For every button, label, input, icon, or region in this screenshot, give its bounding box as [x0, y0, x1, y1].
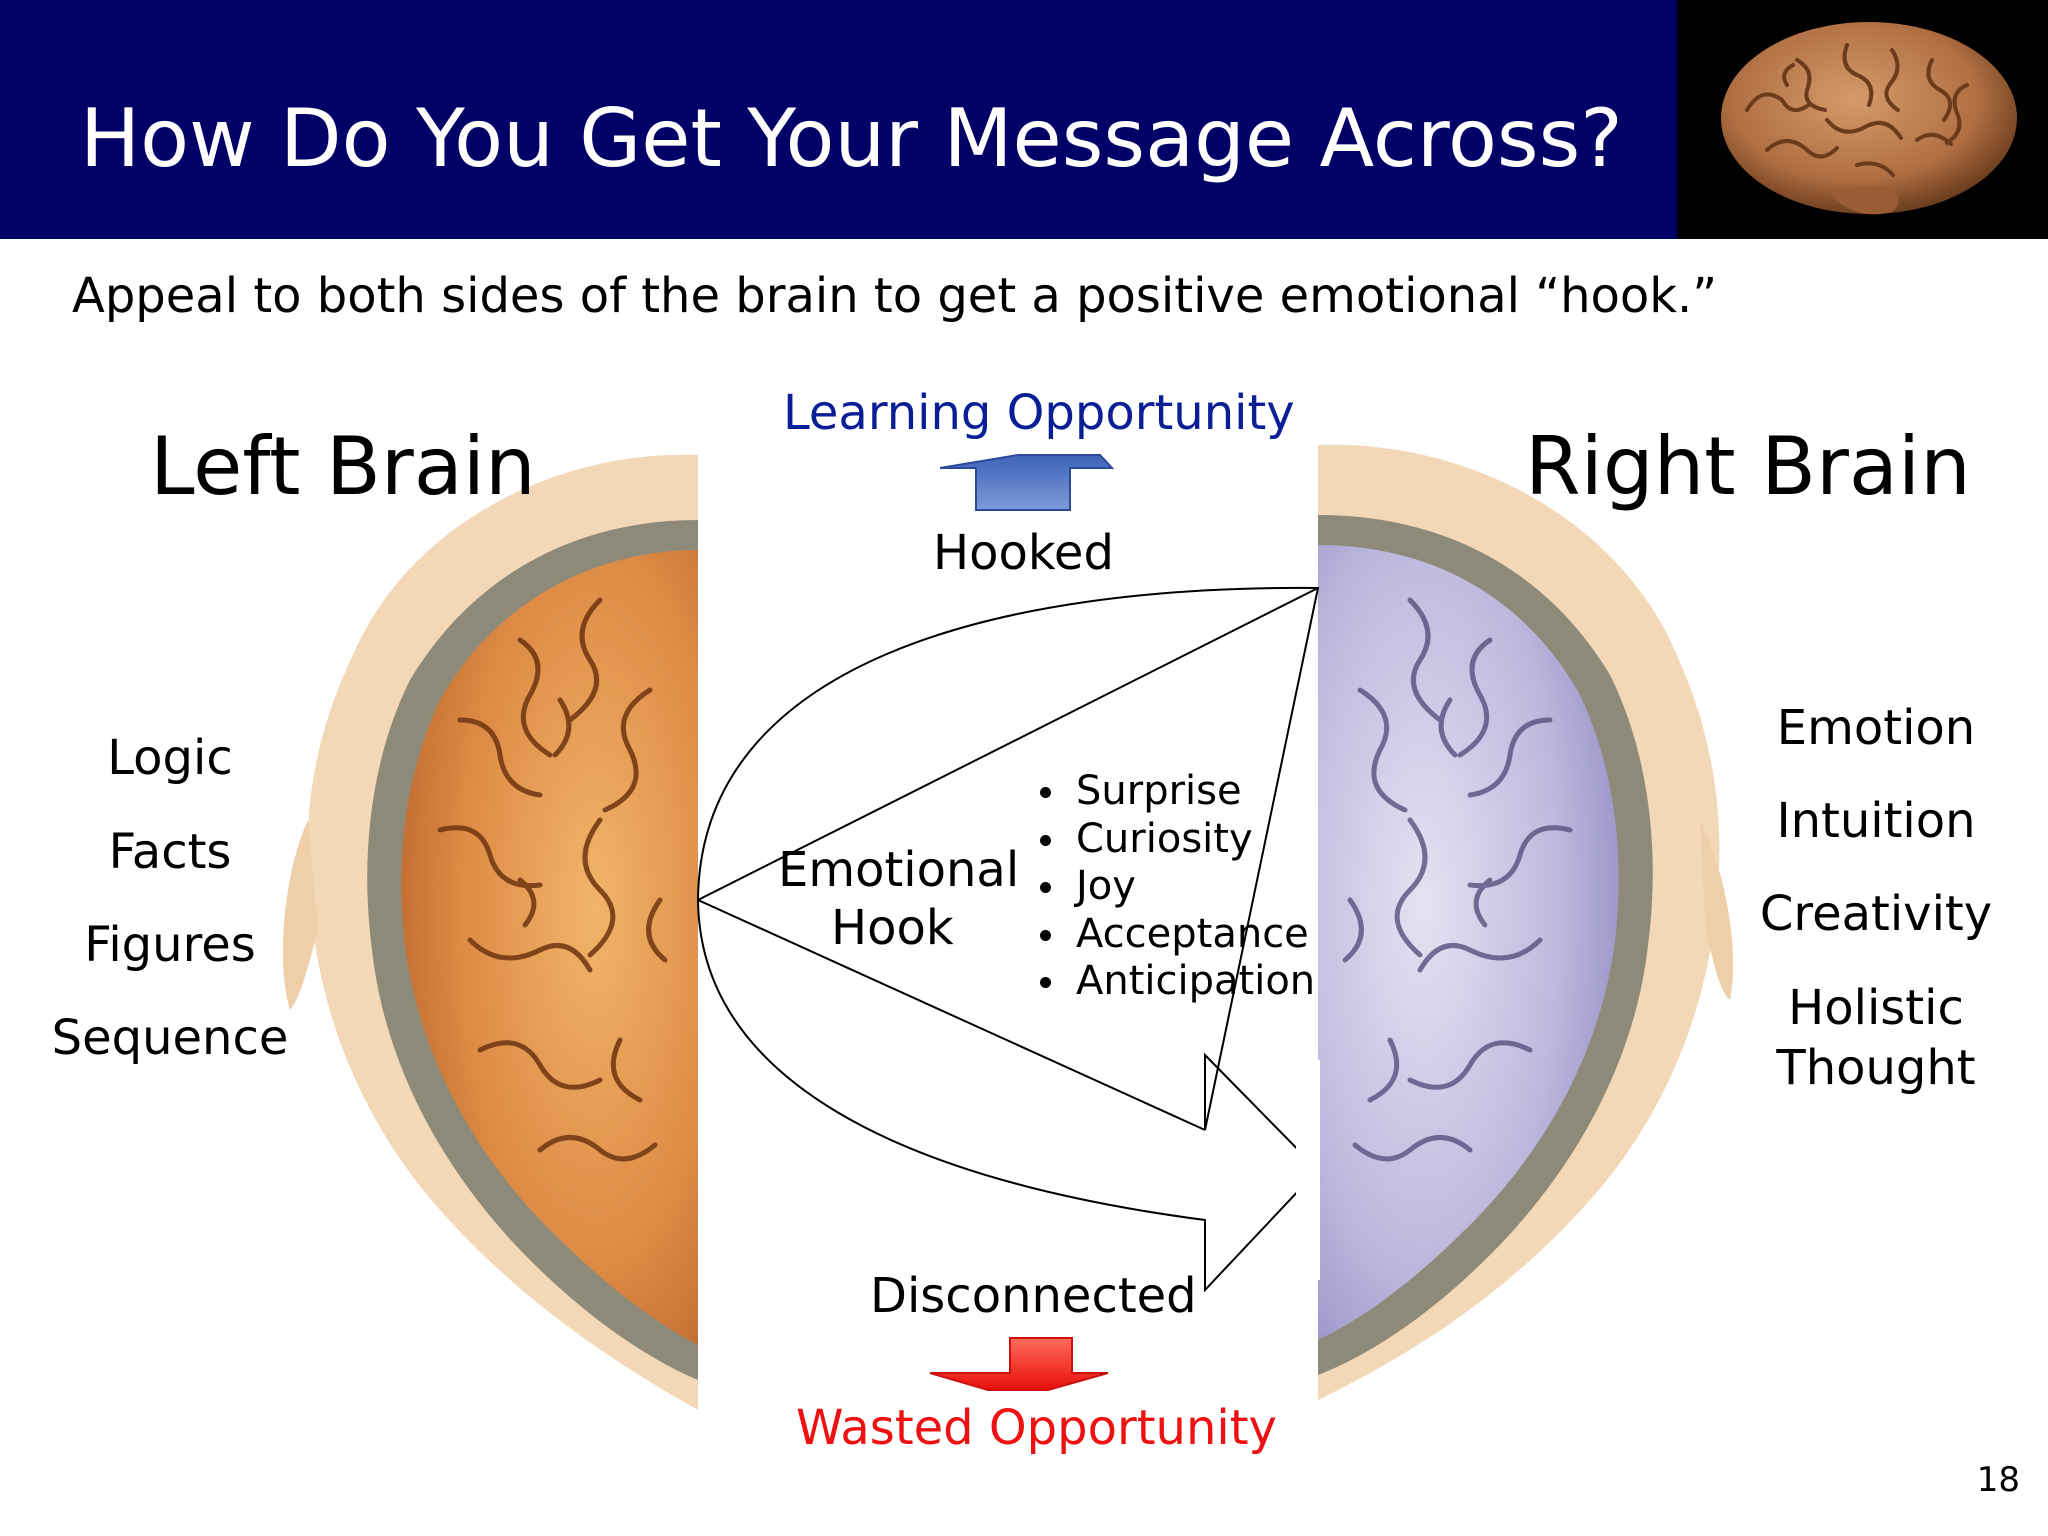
brain-photo: [1677, 0, 2048, 239]
right-trait-emotion: Emotion: [1776, 700, 1976, 756]
down-arrow-icon: [929, 1337, 1109, 1391]
disconnected-label: Disconnected: [870, 1268, 1197, 1324]
right-trait-creativity: Creativity: [1759, 886, 1993, 942]
left-brain-heading: Left Brain: [150, 420, 536, 513]
page-number: 18: [1976, 1460, 2020, 1500]
left-brain-illustration: [282, 454, 698, 1411]
right-trait-intuition: Intuition: [1776, 793, 1976, 849]
left-trait-figures: Figures: [84, 917, 256, 973]
right-trait-thought: Thought: [1776, 1040, 1976, 1096]
emotional-hook-line2: Hook: [831, 900, 954, 956]
subtitle: Appeal to both sides of the brain to get…: [72, 268, 1718, 324]
hook-item-joy: Joy: [1036, 863, 1315, 911]
hook-item-anticipation: Anticipation: [1036, 958, 1315, 1006]
left-trait-sequence: Sequence: [51, 1010, 289, 1066]
right-brain-heading: Right Brain: [1525, 420, 1971, 513]
left-trait-facts: Facts: [108, 824, 232, 880]
left-trait-logic: Logic: [107, 730, 233, 786]
right-trait-holistic: Holistic: [1788, 980, 1964, 1036]
title-bar: [0, 0, 1677, 239]
hook-items-list: Surprise Curiosity Joy Acceptance Antici…: [1036, 768, 1315, 1006]
hook-item-curiosity: Curiosity: [1036, 816, 1315, 864]
emotional-hook-line1: Emotional: [778, 842, 1020, 898]
slide-title: How Do You Get Your Message Across?: [80, 92, 1623, 185]
hook-item-surprise: Surprise: [1036, 768, 1315, 816]
hooked-label: Hooked: [933, 525, 1114, 581]
learning-opportunity-label: Learning Opportunity: [783, 385, 1295, 441]
wasted-opportunity-label: Wasted Opportunity: [796, 1400, 1277, 1456]
right-brain-illustration: [1318, 444, 1734, 1401]
hook-item-acceptance: Acceptance: [1036, 911, 1315, 959]
up-arrow-icon: [939, 454, 1115, 511]
